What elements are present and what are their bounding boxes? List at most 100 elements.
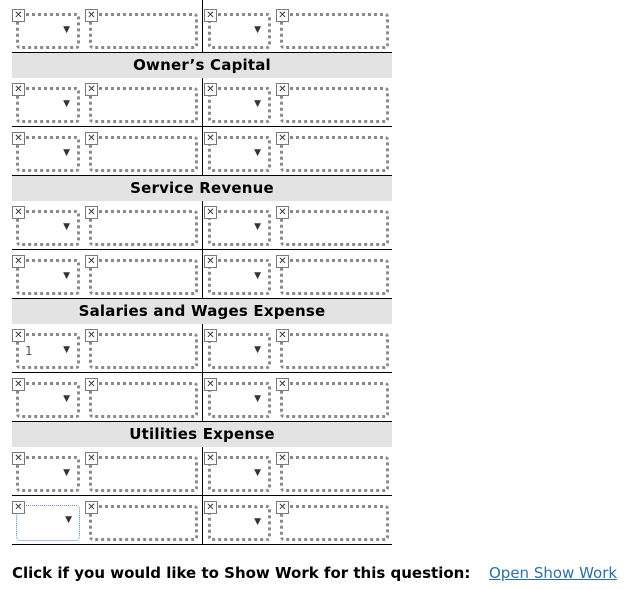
debit-credit-select[interactable]: ✕▼ xyxy=(204,206,271,246)
select-box[interactable]: ▼ xyxy=(208,456,271,492)
debit-credit-select[interactable]: ✕▼ xyxy=(204,378,271,418)
amount-field[interactable] xyxy=(89,87,198,123)
amount-field[interactable] xyxy=(280,456,389,492)
select-box[interactable]: ▼ xyxy=(208,333,271,369)
amount-input[interactable]: ✕ xyxy=(276,132,389,172)
debit-credit-select[interactable]: ✕▼ xyxy=(204,9,271,49)
debit-credit-select[interactable]: ✕▼ xyxy=(12,9,80,49)
clear-icon[interactable]: ✕ xyxy=(85,378,98,391)
clear-icon[interactable]: ✕ xyxy=(85,452,98,465)
select-box[interactable]: ▼ xyxy=(16,87,80,123)
amount-input[interactable]: ✕ xyxy=(85,206,198,246)
amount-input[interactable]: ✕ xyxy=(85,329,198,369)
amount-field[interactable] xyxy=(280,505,389,541)
amount-input[interactable]: ✕ xyxy=(85,378,198,418)
clear-icon[interactable]: ✕ xyxy=(12,452,25,465)
clear-icon[interactable]: ✕ xyxy=(276,206,289,219)
amount-field[interactable] xyxy=(89,259,198,295)
amount-input[interactable]: ✕ xyxy=(276,255,389,295)
clear-icon[interactable]: ✕ xyxy=(12,501,25,514)
amount-field[interactable] xyxy=(89,13,198,49)
clear-icon[interactable]: ✕ xyxy=(204,378,217,391)
debit-credit-select[interactable]: ✕▼ xyxy=(12,132,80,172)
clear-icon[interactable]: ✕ xyxy=(204,9,217,22)
clear-icon[interactable]: ✕ xyxy=(204,255,217,268)
amount-field[interactable] xyxy=(89,210,198,246)
select-box[interactable]: ▼ xyxy=(16,382,80,418)
select-box[interactable]: ▼ xyxy=(16,456,80,492)
clear-icon[interactable]: ✕ xyxy=(12,255,25,268)
select-box[interactable]: 1▼ xyxy=(16,333,80,369)
clear-icon[interactable]: ✕ xyxy=(204,501,217,514)
clear-icon[interactable]: ✕ xyxy=(85,501,98,514)
debit-credit-select[interactable]: ✕▼ xyxy=(12,378,80,418)
clear-icon[interactable]: ✕ xyxy=(85,255,98,268)
amount-field[interactable] xyxy=(280,210,389,246)
debit-credit-select[interactable]: ✕▼ xyxy=(204,329,271,369)
amount-field[interactable] xyxy=(280,382,389,418)
debit-credit-select[interactable]: ✕▼ xyxy=(204,452,271,492)
select-box[interactable]: ▼ xyxy=(208,136,271,172)
select-box[interactable]: ▼ xyxy=(16,13,80,49)
debit-credit-select[interactable]: ✕▼ xyxy=(12,206,80,246)
debit-credit-select[interactable]: ✕▼ xyxy=(204,132,271,172)
clear-icon[interactable]: ✕ xyxy=(276,329,289,342)
clear-icon[interactable]: ✕ xyxy=(204,132,217,145)
clear-icon[interactable]: ✕ xyxy=(276,83,289,96)
debit-credit-select[interactable]: ✕▼ xyxy=(204,255,271,295)
select-box[interactable]: ▼ xyxy=(208,210,271,246)
amount-input[interactable]: ✕ xyxy=(85,83,198,123)
clear-icon[interactable]: ✕ xyxy=(85,132,98,145)
open-show-work-link[interactable]: Open Show Work xyxy=(489,564,618,582)
clear-icon[interactable]: ✕ xyxy=(12,9,25,22)
debit-credit-select[interactable]: ✕▼ xyxy=(12,452,80,492)
debit-credit-select[interactable]: ✕▼ xyxy=(204,501,271,541)
amount-input[interactable]: ✕ xyxy=(276,83,389,123)
clear-icon[interactable]: ✕ xyxy=(276,9,289,22)
debit-credit-select[interactable]: ✕▼ xyxy=(12,83,80,123)
clear-icon[interactable]: ✕ xyxy=(276,255,289,268)
clear-icon[interactable]: ✕ xyxy=(85,206,98,219)
amount-input[interactable]: ✕ xyxy=(276,9,389,49)
amount-input[interactable]: ✕ xyxy=(276,329,389,369)
debit-credit-select[interactable]: ✕▼ xyxy=(204,83,271,123)
clear-icon[interactable]: ✕ xyxy=(276,501,289,514)
select-box[interactable]: ▼ xyxy=(208,87,271,123)
clear-icon[interactable]: ✕ xyxy=(12,132,25,145)
amount-field[interactable] xyxy=(280,13,389,49)
amount-input[interactable]: ✕ xyxy=(276,378,389,418)
select-box[interactable]: ▼ xyxy=(208,13,271,49)
select-box[interactable]: ▼ xyxy=(208,259,271,295)
clear-icon[interactable]: ✕ xyxy=(204,206,217,219)
clear-icon[interactable]: ✕ xyxy=(204,452,217,465)
amount-input[interactable]: ✕ xyxy=(276,501,389,541)
clear-icon[interactable]: ✕ xyxy=(12,83,25,96)
clear-icon[interactable]: ✕ xyxy=(12,329,25,342)
clear-icon[interactable]: ✕ xyxy=(85,83,98,96)
amount-field[interactable] xyxy=(280,333,389,369)
amount-field[interactable] xyxy=(89,333,198,369)
select-box[interactable]: ▼ xyxy=(16,210,80,246)
select-box[interactable]: ▼ xyxy=(16,505,80,541)
clear-icon[interactable]: ✕ xyxy=(85,329,98,342)
amount-input[interactable]: ✕ xyxy=(85,132,198,172)
amount-input[interactable]: ✕ xyxy=(85,452,198,492)
clear-icon[interactable]: ✕ xyxy=(12,206,25,219)
clear-icon[interactable]: ✕ xyxy=(12,378,25,391)
clear-icon[interactable]: ✕ xyxy=(276,132,289,145)
amount-field[interactable] xyxy=(89,505,198,541)
select-box[interactable]: ▼ xyxy=(208,382,271,418)
amount-field[interactable] xyxy=(89,382,198,418)
clear-icon[interactable]: ✕ xyxy=(276,378,289,391)
debit-credit-select[interactable]: ✕▼ xyxy=(12,255,80,295)
clear-icon[interactable]: ✕ xyxy=(204,83,217,96)
select-box[interactable]: ▼ xyxy=(16,259,80,295)
amount-input[interactable]: ✕ xyxy=(276,452,389,492)
clear-icon[interactable]: ✕ xyxy=(85,9,98,22)
amount-field[interactable] xyxy=(89,136,198,172)
select-box[interactable]: ▼ xyxy=(208,505,271,541)
select-box[interactable]: ▼ xyxy=(16,136,80,172)
amount-field[interactable] xyxy=(280,259,389,295)
amount-input[interactable]: ✕ xyxy=(85,9,198,49)
amount-field[interactable] xyxy=(280,87,389,123)
